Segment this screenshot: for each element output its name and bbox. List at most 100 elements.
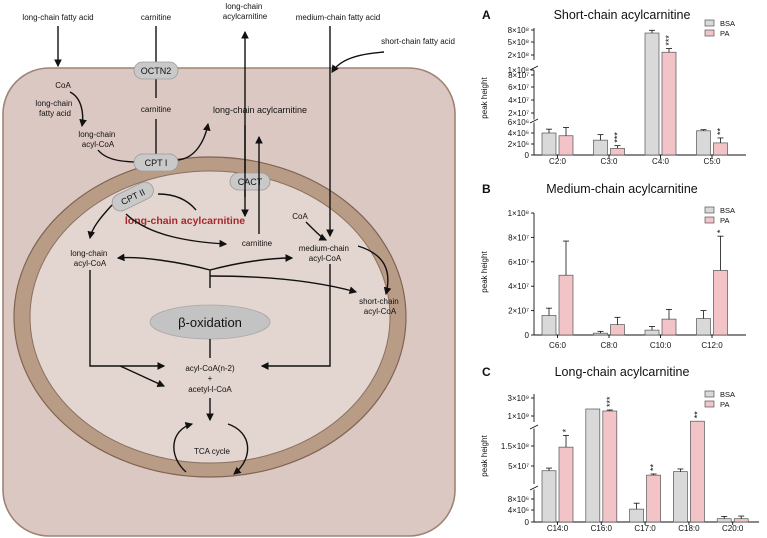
bar-group-C2-0: C2:0 xyxy=(541,127,574,166)
legend-swatch-bsa xyxy=(704,390,715,398)
bar-group-C17-0: **C17:0 xyxy=(629,463,661,533)
x-tick-label: C8:0 xyxy=(601,341,618,350)
y-tick-label: 5×10⁷ xyxy=(508,462,529,471)
y-tick-label: 2×10⁷ xyxy=(508,109,529,118)
y-tick-label: 8×10⁷ xyxy=(508,71,529,80)
bar-bsa xyxy=(644,329,660,336)
label-carnitine-cyto: carnitine xyxy=(141,105,172,114)
cact-label: CACT xyxy=(238,177,263,187)
pathway-diagram: long-chain fatty acid carnitine long-cha… xyxy=(2,2,456,537)
y-tick-label: 6×10⁷ xyxy=(508,83,529,92)
label-long-chain-fatty-acid-top: long-chain fatty acid xyxy=(22,13,93,22)
octn2-pill xyxy=(133,61,179,80)
arrow-mcfa-scacoa xyxy=(357,245,392,296)
y-tick-label: 4×10⁷ xyxy=(508,282,529,291)
bar-group-C18-0: **C18:0 xyxy=(673,411,705,533)
label-lcfa-cyto: long-chain fatty acid xyxy=(35,99,74,118)
x-tick-label: C14:0 xyxy=(547,524,569,533)
y-tick-label: 6×10⁷ xyxy=(508,258,529,267)
significance-marker: * xyxy=(561,428,571,432)
significance-marker: *** xyxy=(664,35,674,46)
bar-pa xyxy=(661,318,677,336)
tca-cycle-arc-left xyxy=(173,422,194,473)
bar-bsa xyxy=(673,471,688,523)
legend-swatch-bsa xyxy=(704,206,715,214)
axis-break-mark xyxy=(529,485,539,491)
label-coa-mito: CoA xyxy=(292,212,308,221)
label-tca-cycle: TCA cycle xyxy=(194,447,231,456)
arrow-beta-to-lcacoa xyxy=(116,253,211,288)
bar-pa xyxy=(610,324,625,336)
significance-marker: * xyxy=(716,229,726,233)
legend-label-bsa: BSA xyxy=(720,19,735,28)
bar-bsa xyxy=(593,139,608,156)
bar-group-C3-0: ***C3:0 xyxy=(593,132,625,166)
bar-group-C6-0: C6:0 xyxy=(541,240,574,350)
legend-label-pa: PA xyxy=(720,216,729,225)
bar-pa xyxy=(558,135,574,156)
bar-pa xyxy=(610,148,625,156)
arrow-cpt2-lcacoa xyxy=(87,204,113,240)
cpt2-pill xyxy=(111,181,154,212)
y-tick-label: 4×10⁷ xyxy=(508,96,529,105)
octn2-label: OCTN2 xyxy=(141,66,172,76)
label-long-chain-acylcarnitine-top: long-chain acylcarnitine xyxy=(223,2,268,21)
bar-pa xyxy=(661,51,677,156)
bar-pa xyxy=(713,142,728,156)
label-mcacoa-mito-part: acyl-CoA xyxy=(309,254,342,263)
bar-pa xyxy=(558,446,574,523)
bar-bsa xyxy=(585,408,601,523)
bar-group-C16-0: ***C16:0 xyxy=(585,396,618,533)
y-tick-label: 4×10⁶ xyxy=(508,506,529,515)
legend-label-pa: PA xyxy=(720,400,729,409)
bar-pa xyxy=(646,474,661,523)
x-tick-label: C5:0 xyxy=(704,157,721,166)
bar-pa xyxy=(733,518,749,523)
significance-marker: *** xyxy=(605,396,615,407)
bar-bsa xyxy=(696,130,711,156)
legend-swatch-pa xyxy=(704,400,715,408)
bar-group-C12-0: *C12:0 xyxy=(696,229,728,350)
legend-label-bsa: BSA xyxy=(720,206,735,215)
bar-bsa xyxy=(541,132,557,156)
significance-marker: ** xyxy=(716,127,726,135)
x-tick-label: C4:0 xyxy=(652,157,669,166)
arrow-beta-to-mcacoa xyxy=(209,254,294,271)
label-acylcoa-n2: acyl-CoA(n-2) xyxy=(185,364,235,373)
transporter-cpt2: CPT II xyxy=(111,181,154,212)
label-acetyl-coa: acetyl-l-CoA xyxy=(188,385,232,394)
y-axis-label: peak height xyxy=(480,251,489,293)
label-lcacoa-mito-part: long-chain xyxy=(70,249,107,258)
beta-oxidation-node: β-oxidation xyxy=(149,304,271,340)
label-scacoa-mito-part: acyl-CoA xyxy=(364,307,397,316)
y-tick-label: 1×10⁸ xyxy=(508,209,529,218)
label-lcacoa-mito-part: acyl-CoA xyxy=(74,259,107,268)
label-lcacoa-cyto-part: acyl-CoA xyxy=(82,140,115,149)
y-tick-label: 8×10⁸ xyxy=(508,26,529,35)
x-tick-label: C18:0 xyxy=(678,524,700,533)
bar-group-C20-0: C20:0 xyxy=(716,515,749,533)
y-tick-label: 2×10⁷ xyxy=(508,307,529,316)
x-tick-label: C20:0 xyxy=(722,524,744,533)
label-medium-chain-fatty-acid-top: medium-chain fatty acid xyxy=(296,13,380,22)
bar-bsa xyxy=(696,318,711,336)
y-tick-label: 5×10⁸ xyxy=(508,38,529,47)
y-axis-label: peak height xyxy=(480,77,489,119)
bar-group-C8-0: C8:0 xyxy=(593,316,625,350)
bar-bsa xyxy=(644,32,660,156)
y-tick-label: 0 xyxy=(525,331,530,340)
panel-letter: B xyxy=(482,182,491,196)
axis-break-mark xyxy=(529,65,539,71)
panel-letter: A xyxy=(482,8,491,22)
label-plus: + xyxy=(208,374,213,383)
y-axis-label: peak height xyxy=(480,435,489,477)
arrow-coa-mcfa xyxy=(305,221,328,241)
significance-marker: ** xyxy=(649,463,659,471)
cpt1-pill xyxy=(133,153,179,172)
y-tick-label: 1×10⁸ xyxy=(508,66,529,75)
x-tick-label: C3:0 xyxy=(601,157,618,166)
